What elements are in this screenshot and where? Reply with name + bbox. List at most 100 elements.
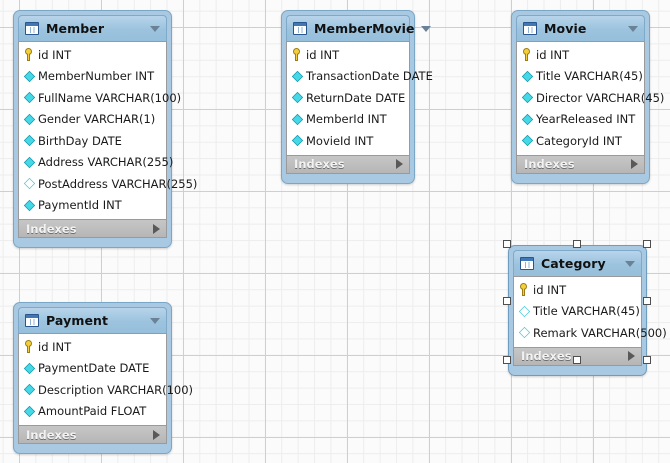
field-label: TransactionDate DATE xyxy=(306,69,433,84)
field-row[interactable]: MemberNumber INT xyxy=(19,66,166,88)
field-row[interactable]: PaymentDate DATE xyxy=(19,358,166,380)
table-footer xyxy=(286,174,410,183)
chevron-down-icon[interactable] xyxy=(625,260,635,267)
resize-handle-middle-left[interactable] xyxy=(503,297,511,305)
field-row[interactable]: id INT xyxy=(287,44,409,66)
table-header-category[interactable]: Category xyxy=(513,250,642,276)
table-title: Member xyxy=(46,21,105,36)
chevron-down-icon[interactable] xyxy=(420,25,431,32)
diamond-filled-icon xyxy=(291,113,304,125)
diamond-filled-icon xyxy=(23,199,36,211)
field-row[interactable]: Title VARCHAR(45) xyxy=(517,66,644,88)
indexes-label: Indexes xyxy=(524,157,575,171)
key-icon xyxy=(24,48,35,62)
resize-handle-bottom-center[interactable] xyxy=(573,356,581,364)
chevron-down-icon[interactable] xyxy=(150,25,160,32)
resize-handle-top-left[interactable] xyxy=(503,240,511,248)
table-node-membermovie[interactable]: MemberMovie id INT TransactionDate DATE … xyxy=(281,10,433,184)
table-fields-movie: id INT Title VARCHAR(45) Director VARCHA… xyxy=(516,41,664,155)
field-row[interactable]: ReturnDate DATE xyxy=(287,87,409,109)
field-label: id INT xyxy=(533,282,567,297)
table-node-movie[interactable]: Movie id INT Title VARCHAR(45) Director … xyxy=(511,10,664,184)
field-row[interactable]: MemberId INT xyxy=(287,109,409,131)
field-row[interactable]: Remark VARCHAR(500) xyxy=(514,322,667,344)
field-label: FullName VARCHAR(100) xyxy=(38,90,182,105)
table-icon xyxy=(25,22,39,35)
field-label: MovieId INT xyxy=(306,133,374,148)
resize-handle-top-right[interactable] xyxy=(643,240,651,248)
field-row[interactable]: id INT xyxy=(517,44,644,66)
resize-handle-top-center[interactable] xyxy=(573,240,581,248)
field-row[interactable]: Title VARCHAR(45) xyxy=(514,301,641,323)
field-label: id INT xyxy=(38,339,72,354)
field-label: PaymentId INT xyxy=(38,198,122,213)
table-footer xyxy=(516,174,645,183)
key-icon xyxy=(519,283,530,297)
field-row[interactable]: id INT xyxy=(19,336,166,358)
resize-handle-bottom-left[interactable] xyxy=(503,356,511,364)
table-header-member[interactable]: Member xyxy=(18,15,167,41)
chevron-down-icon[interactable] xyxy=(628,25,638,32)
diamond-hollow-icon xyxy=(518,327,531,339)
indexes-bar[interactable]: Indexes xyxy=(18,219,167,238)
chevron-down-icon[interactable] xyxy=(150,317,160,324)
field-row[interactable]: CategoryId INT xyxy=(517,130,644,152)
key-icon xyxy=(292,48,303,62)
diamond-filled-icon xyxy=(23,362,36,374)
field-label: id INT xyxy=(38,47,72,62)
diamond-filled-icon xyxy=(23,135,36,147)
diamond-filled-icon xyxy=(291,135,304,147)
field-label: Title VARCHAR(45) xyxy=(536,69,643,84)
resize-handle-middle-right[interactable] xyxy=(643,297,651,305)
field-label: MemberNumber INT xyxy=(38,69,155,84)
table-footer xyxy=(513,366,642,375)
table-fields-member: id INT MemberNumber INT FullName VARCHAR… xyxy=(18,41,197,219)
diamond-filled-icon xyxy=(23,70,36,82)
diamond-hollow-icon xyxy=(23,178,36,190)
chevron-right-icon[interactable] xyxy=(631,159,638,169)
field-row[interactable]: Address VARCHAR(255) xyxy=(19,152,173,174)
table-header-movie[interactable]: Movie xyxy=(516,15,645,41)
chevron-right-icon[interactable] xyxy=(153,223,160,234)
field-label: PostAddress VARCHAR(255) xyxy=(38,176,198,191)
field-row[interactable]: AmountPaid FLOAT xyxy=(19,401,166,423)
field-label: Remark VARCHAR(500) xyxy=(533,325,667,340)
diamond-filled-icon xyxy=(23,405,36,417)
field-row[interactable]: Gender VARCHAR(1) xyxy=(19,109,166,131)
field-label: ReturnDate DATE xyxy=(306,90,406,105)
diamond-hollow-icon xyxy=(518,305,531,317)
field-label: Director VARCHAR(45) xyxy=(536,90,665,105)
table-header-payment[interactable]: Payment xyxy=(18,307,167,333)
field-row[interactable]: MovieId INT xyxy=(287,130,409,152)
indexes-bar[interactable]: Indexes xyxy=(516,154,645,174)
indexes-bar[interactable]: Indexes xyxy=(18,425,167,444)
chevron-right-icon[interactable] xyxy=(396,159,403,169)
table-icon xyxy=(293,22,307,35)
field-label: AmountPaid FLOAT xyxy=(38,404,147,419)
table-header-membermovie[interactable]: MemberMovie xyxy=(286,15,431,41)
field-row[interactable]: Description VARCHAR(100) xyxy=(19,379,193,401)
field-row[interactable]: PaymentId INT xyxy=(19,195,166,217)
field-row[interactable]: id INT xyxy=(514,279,641,301)
field-row[interactable]: Director VARCHAR(45) xyxy=(517,87,664,109)
field-label: PaymentDate DATE xyxy=(38,361,150,376)
chevron-right-icon[interactable] xyxy=(153,429,160,440)
field-row[interactable]: id INT xyxy=(19,44,166,66)
field-row[interactable]: YearReleased INT xyxy=(517,109,644,131)
field-row[interactable]: BirthDay DATE xyxy=(19,130,166,152)
table-node-member[interactable]: Member id INT MemberNumber INT FullName … xyxy=(13,10,197,248)
field-label: YearReleased INT xyxy=(536,112,636,127)
table-node-payment[interactable]: Payment id INT PaymentDate DATE Descript… xyxy=(13,302,193,454)
table-footer xyxy=(18,238,167,247)
field-label: MemberId INT xyxy=(306,112,387,127)
indexes-bar[interactable]: Indexes xyxy=(286,154,410,174)
field-row[interactable]: TransactionDate DATE xyxy=(287,66,433,88)
field-row[interactable]: PostAddress VARCHAR(255) xyxy=(19,173,197,195)
field-label: Gender VARCHAR(1) xyxy=(38,112,156,127)
field-row[interactable]: FullName VARCHAR(100) xyxy=(19,87,181,109)
diamond-filled-icon xyxy=(23,384,36,396)
field-label: BirthDay DATE xyxy=(38,133,122,148)
chevron-right-icon[interactable] xyxy=(628,351,635,361)
resize-handle-bottom-right[interactable] xyxy=(643,356,651,364)
